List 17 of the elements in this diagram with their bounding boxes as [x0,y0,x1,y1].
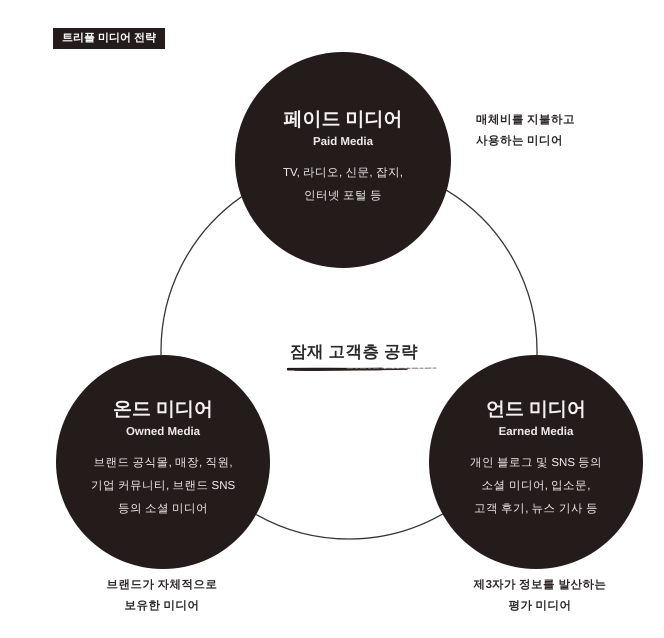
media-title: 온드 미디어 [112,398,214,422]
media-english-title: Owned Media [126,425,200,440]
center-theme-text: 잠재 고객층 공략 [288,342,420,363]
media-definition-caption: 제3자가 정보를 발산하는 평가 미디어 [472,578,608,614]
media-title: 페이드 미디어 [283,108,403,132]
connector-arc [446,190,538,356]
connector-arc [160,196,242,356]
title-label: 트리플 미디어 전략 [53,28,166,49]
connector-arc [256,514,443,540]
media-english-title: Paid Media [312,134,374,150]
media-examples-text: 개인 블로그 및 SNS 등의 소셜 미디어, 입소문, 고객 후기, 뉴스 기사 등 [470,456,602,517]
media-examples-text: 브랜드 공식몰, 매장, 직원, 기업 커뮤니티, 브랜드 SNS 등의 소셜 미디어 [90,456,236,517]
media-definition-caption: 매체비를 지불하고 사용하는 미디어 [476,113,576,149]
media-examples-text: TV, 라디오, 신문, 잡지, 인터넷 포털 등 [282,166,403,204]
media-title: 언드 미디어 [486,398,586,422]
media-definition-caption: 브랜드가 자체적으로 보유한 미디어 [105,578,219,614]
media-english-title: Earned Media [498,425,574,440]
